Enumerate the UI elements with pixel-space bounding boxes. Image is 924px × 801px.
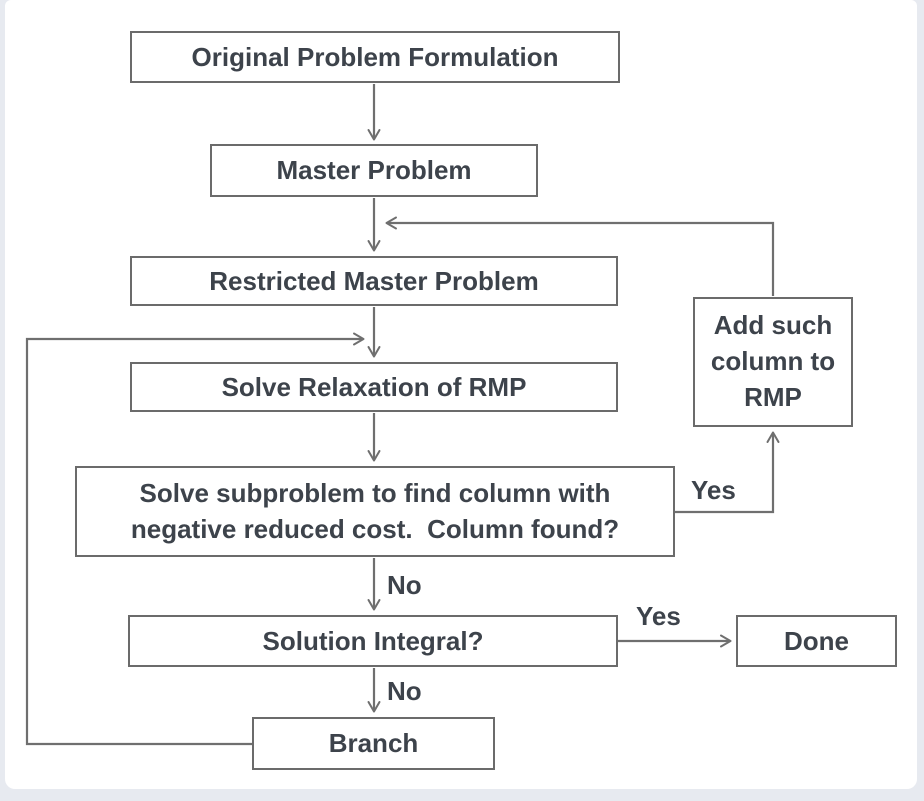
node-master-problem: Master Problem <box>210 144 538 197</box>
node-branch: Branch <box>252 717 495 770</box>
label-no-column-found: No <box>387 570 422 600</box>
label-yes-column-found: Yes <box>691 475 736 505</box>
node-add-such-column-to-rmp: Add such column to RMP <box>693 297 853 427</box>
connector-addcolumn-feedback <box>385 216 775 296</box>
node-solve-relaxation-of-rmp: Solve Relaxation of RMP <box>130 362 618 412</box>
node-original-problem-formulation: Original Problem Formulation <box>130 31 620 83</box>
node-solution-integral: Solution Integral? <box>128 615 618 667</box>
label-yes-integral: Yes <box>636 601 681 631</box>
node-solve-subproblem: Solve subproblem to find column with neg… <box>75 466 675 557</box>
node-done: Done <box>736 615 897 667</box>
connector-branch-loop <box>25 332 365 746</box>
label-no-integral: No <box>387 676 422 706</box>
connector-subproblem-yes-to-addcolumn <box>675 431 780 514</box>
node-restricted-master-problem: Restricted Master Problem <box>130 256 618 306</box>
